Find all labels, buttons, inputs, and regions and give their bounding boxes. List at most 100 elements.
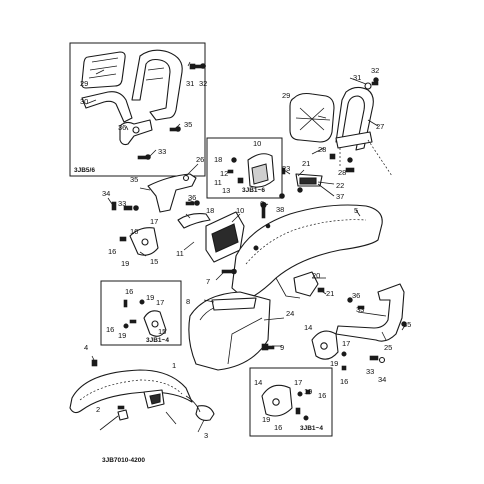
callout-30: 30 (80, 97, 88, 106)
callout-23: 23 (282, 164, 290, 173)
callout-13: 13 (222, 186, 230, 195)
callout-29: 29 (282, 91, 290, 100)
callout-32-box: 32 (199, 79, 207, 88)
callout-28-upper: 28 (318, 145, 326, 154)
callout-27: 27 (376, 122, 384, 131)
group-code-3jb14-left: 3JB1~4 (146, 337, 169, 344)
callout-20: 20 (312, 271, 320, 280)
callout-19-right: 19 (330, 359, 338, 368)
callout-12: 12 (220, 169, 228, 178)
callout-19-box-br: 19 (304, 387, 312, 396)
fender-screw-7 (221, 268, 237, 275)
callout-31: 31 (353, 73, 361, 82)
drawing-number: 3JB7010-4200 (102, 457, 145, 464)
bolts-top-left (132, 63, 206, 160)
callout-10-box: 10 (253, 139, 261, 148)
callout-38: 38 (276, 205, 284, 214)
callout-16-box: 16 (106, 325, 114, 334)
callout-36-right: 36 (352, 291, 360, 300)
sissy-bar-frame (131, 49, 183, 121)
callout-33-right: 33 (366, 367, 374, 376)
callout-19-box-top: 19 (146, 293, 154, 302)
callout-6: 6 (260, 199, 264, 208)
callout-14-right: 14 (304, 323, 312, 332)
callout-28-lower: 28 (338, 168, 346, 177)
callout-16-box-br: 16 (318, 391, 326, 400)
callout-5: 5 (354, 206, 358, 215)
callout-35-left: 35 (130, 175, 138, 184)
callout-34-right: 34 (378, 375, 386, 384)
callout-19-box-br2: 19 (262, 415, 270, 424)
group-box-3jb14-right (249, 367, 333, 437)
callout-1: 1 (172, 361, 176, 370)
callout-33-right-upper: 33 (356, 305, 364, 314)
callout-21-top: 21 (302, 159, 310, 168)
callout-29-box: 29 (80, 79, 88, 88)
callout-15-left: 15 (150, 257, 158, 266)
callout-7: 7 (206, 277, 210, 286)
callout-22: 22 (336, 181, 344, 190)
callout-35-right: 35 (403, 320, 411, 329)
callout-labels: 29 30 36 35 33 31 32 3JB5/6 31 32 29 27 … (74, 66, 411, 464)
callout-17: 17 (150, 217, 158, 226)
callout-3: 3 (204, 431, 208, 440)
callout-21: 21 (326, 289, 334, 298)
fender-screw-6 (260, 201, 267, 219)
callout-15-box: 15 (158, 327, 166, 336)
callout-32: 32 (371, 66, 379, 75)
callout-35-box: 35 (184, 120, 192, 129)
callout-25: 25 (384, 343, 392, 352)
callout-17-box-br: 17 (294, 378, 302, 387)
round-plate-14-box (261, 384, 311, 421)
callout-31-box: 31 (186, 79, 194, 88)
callout-10: 10 (236, 206, 244, 215)
callout-33-box: 33 (158, 147, 166, 156)
callout-16-right: 16 (340, 377, 348, 386)
mud-flap (188, 291, 275, 371)
callout-2: 2 (96, 405, 100, 414)
callout-16-box-top: 16 (125, 287, 133, 296)
callout-16-box-br2: 16 (274, 423, 282, 432)
tail-bracket-small (227, 153, 275, 188)
mount-plate-15 (129, 227, 159, 256)
group-code-3jb14-right: 3JB1~4 (300, 425, 323, 432)
callout-17-right: 17 (342, 339, 350, 348)
group-box-3jb56 (69, 42, 206, 177)
callout-17-box: 17 (156, 298, 164, 307)
callout-11: 11 (176, 249, 184, 258)
callout-4: 4 (84, 343, 88, 352)
callout-19-box: 19 (118, 331, 126, 340)
round-plate-14-right (311, 330, 347, 371)
callout-16-lower: 16 (108, 247, 116, 256)
callout-18-box: 18 (214, 155, 222, 164)
rear-fender (231, 204, 383, 301)
callout-9: 9 (280, 343, 284, 352)
callout-36-left: 36 (188, 193, 196, 202)
callout-26: 26 (196, 155, 204, 164)
callout-34-left: 34 (102, 189, 110, 198)
callout-14-box: 14 (254, 378, 262, 387)
front-fender (69, 359, 215, 421)
backrest-assembly (289, 86, 374, 151)
leader-lines (85, 61, 407, 433)
callout-8: 8 (186, 297, 190, 306)
group-code-3jb16: 3JB1~6 (242, 187, 265, 194)
rear-side-bracket (335, 283, 407, 364)
group-code-3jb56: 3JB5/6 (74, 167, 95, 174)
callout-18: 18 (206, 206, 214, 215)
callout-16-upper: 16 (130, 227, 138, 236)
tail-light-bracket (205, 211, 245, 263)
callout-33-left: 33 (118, 199, 126, 208)
callout-24: 24 (286, 309, 294, 318)
mount-plate-15-alt (123, 299, 167, 337)
callout-11-box: 11 (214, 178, 222, 187)
reflector-bracket-18 (177, 213, 211, 229)
backrest-bracket (81, 91, 153, 146)
group-box-3jb14-left (100, 280, 182, 346)
side-hardware-left (111, 200, 200, 242)
callout-37: 37 (336, 192, 344, 201)
callout-36-box: 36 (118, 123, 126, 132)
backrest-hardware (329, 77, 393, 177)
callout-19-left: 19 (121, 259, 129, 268)
